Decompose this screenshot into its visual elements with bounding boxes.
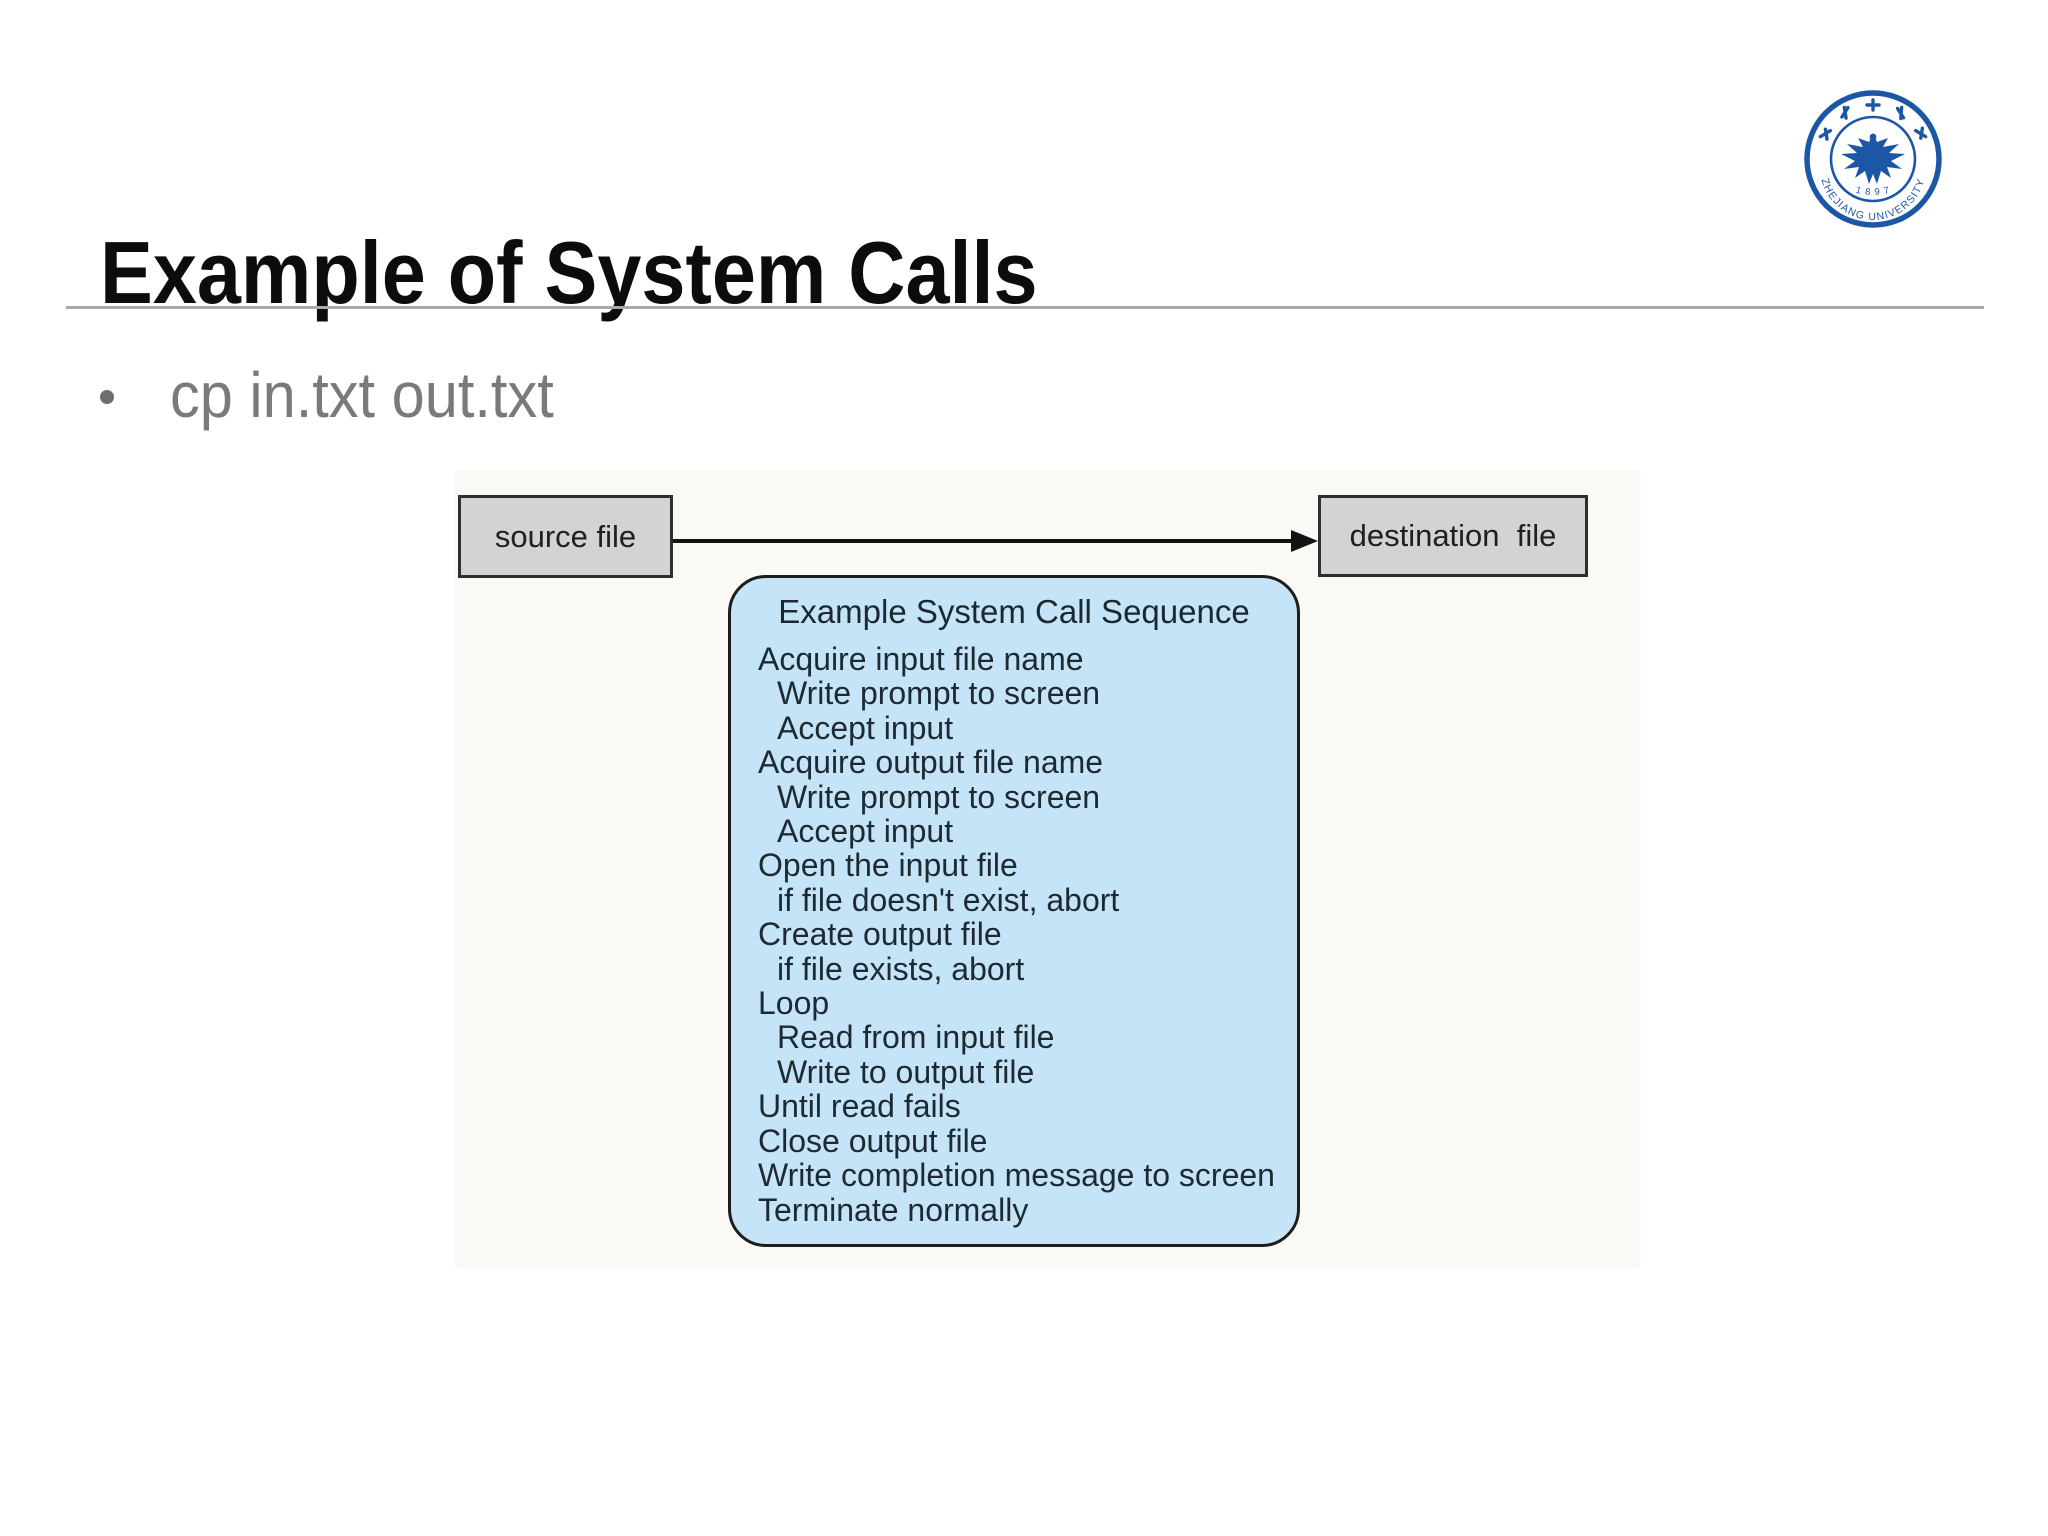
destination-file-label: destination file: [1349, 518, 1557, 553]
sequence-line: Acquire output file name: [758, 744, 1104, 781]
sequence-line: if file doesn't exist, abort: [777, 881, 1120, 918]
destination-file-box: destination file: [1318, 495, 1588, 577]
bullet-command-text: cp in.txt out.txt: [170, 359, 554, 431]
source-file-box: source file: [458, 495, 673, 578]
sequence-line: Read from input file: [777, 1019, 1055, 1056]
sequence-line: Create output file: [758, 916, 1002, 953]
seal-year-text: 1 8 9 7: [1855, 185, 1891, 198]
seal-eagle-icon: [1841, 133, 1905, 184]
sequence-line: Write prompt to screen: [777, 778, 1101, 815]
sequence-heading: Example System Call Sequence: [778, 593, 1250, 630]
bullet-dot: [100, 390, 114, 404]
page-title: Example of System Calls: [100, 222, 1142, 322]
sequence-line: Close output file: [758, 1122, 988, 1159]
sequence-line: Write prompt to screen: [777, 675, 1101, 712]
title-divider: [66, 306, 1984, 309]
sequence-line: Acquire input file name: [758, 641, 1084, 677]
seal-eagle-head: [1869, 133, 1877, 141]
sequence-line: Terminate normally: [758, 1191, 1029, 1228]
page-title-text: Example of System Calls: [100, 222, 1038, 322]
sequence-line: Until read fails: [758, 1088, 961, 1125]
copy-arrow-head-icon: [1291, 530, 1318, 552]
sequence-line: Accept input: [777, 813, 954, 850]
sequence-line: Open the input file: [758, 847, 1018, 884]
bullet-command: cp in.txt out.txt: [170, 363, 583, 427]
sequence-line: Loop: [758, 985, 830, 1022]
sequence-line: Accept input: [777, 709, 954, 746]
system-call-sequence-panel: Example System Call Sequence Acquire inp…: [728, 575, 1300, 1247]
seal-calligraphy-marks: [1818, 98, 1928, 141]
copy-arrow-line: [673, 539, 1294, 543]
sequence-line: if file exists, abort: [777, 950, 1025, 987]
source-file-label: source file: [494, 518, 637, 554]
sequence-line: Write completion message to screen: [758, 1157, 1275, 1194]
zhejiang-university-logo-icon: 1 8 9 7 ZHEJIANG UNIVERSITY: [1804, 90, 1942, 228]
sequence-line: Write to output file: [777, 1053, 1035, 1090]
svg-text:1 8 9 7: 1 8 9 7: [1855, 185, 1892, 198]
